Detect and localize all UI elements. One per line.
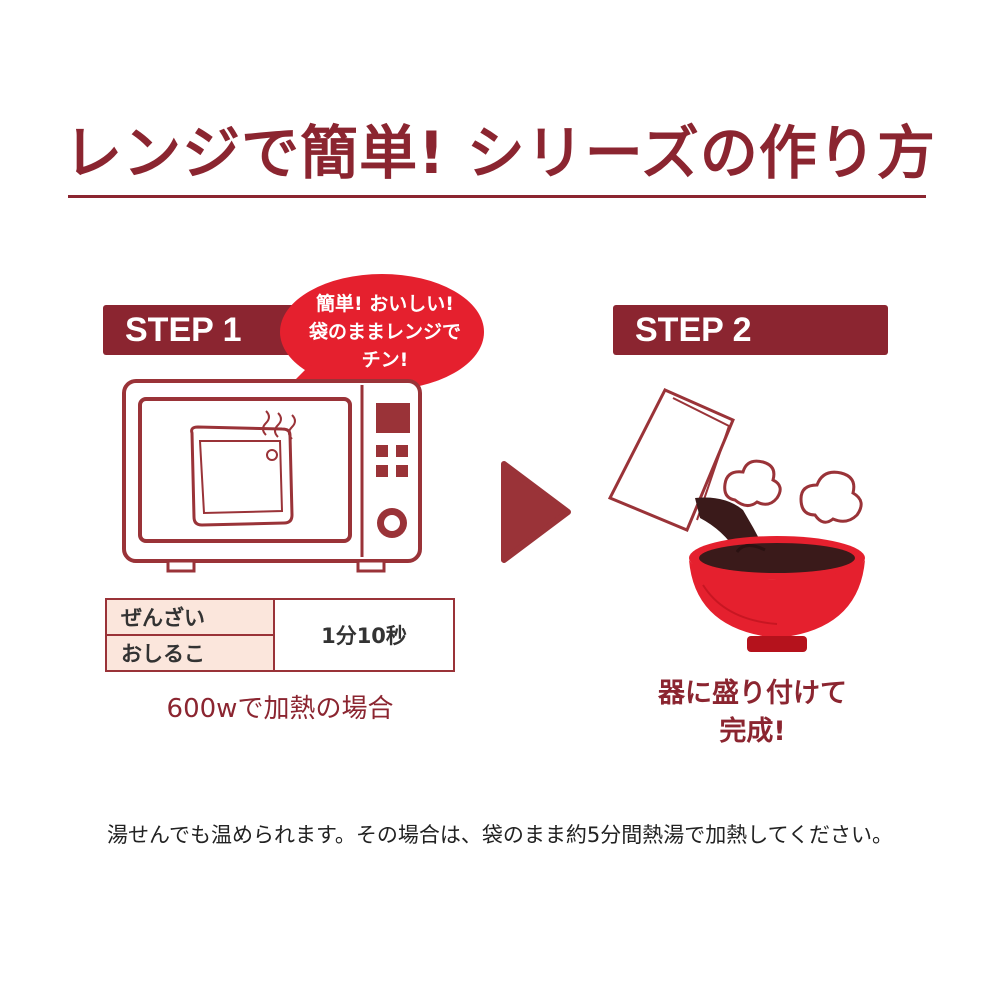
finish-line: 器に盛り付けて: [658, 678, 847, 709]
pouch-icon: [190, 410, 296, 527]
finish-line: 完成!: [719, 716, 786, 747]
finish-text: 器に盛り付けて 完成!: [610, 675, 895, 751]
table-cell-item: ぜんざい: [105, 598, 275, 636]
table-cell-time: 1分10秒: [273, 598, 455, 672]
step1-label: STEP 1: [125, 311, 242, 349]
table-row: ぜんざい 1分10秒: [105, 598, 455, 672]
step2-banner: STEP 2: [613, 305, 888, 355]
bubble-line: チン!: [361, 349, 409, 371]
bubble-line: 簡単! おいしい!: [316, 293, 454, 315]
pouring-pouch-icon: [607, 388, 865, 652]
table-cell-item: おしるこ: [105, 634, 275, 672]
heating-note: 600wで加熱の場合: [166, 694, 394, 724]
table-row: おしるこ: [105, 634, 454, 672]
title-underline: [68, 195, 926, 198]
step2-label: STEP 2: [635, 311, 752, 349]
footer-note: 湯せんでも温められます。その場合は、袋のまま約5分間熱湯で加熱してください。: [107, 823, 893, 847]
arrow-right-icon: [501, 461, 571, 563]
bubble-line: 袋のままレンジで: [308, 321, 461, 343]
speech-bubble-text: 簡単! おいしい! 袋のままレンジで チン!: [285, 290, 485, 374]
heating-time-table: ぜんざい 1分10秒 おしるこ: [105, 598, 455, 672]
page-title: レンジで簡単! シリーズの作り方: [64, 119, 936, 187]
